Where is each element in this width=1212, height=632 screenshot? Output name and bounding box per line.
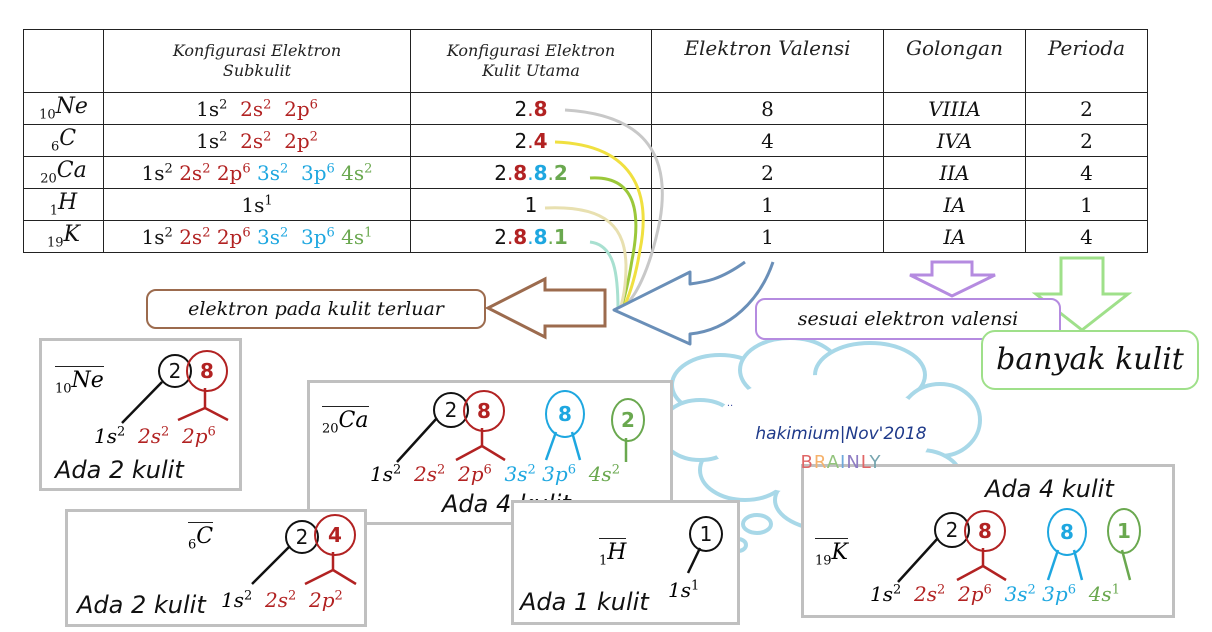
subshell-config: 1s1	[103, 188, 411, 221]
header-subshell-line2: Subkulit	[222, 61, 292, 80]
period-value: 4	[1025, 156, 1148, 189]
brand-letter: R	[813, 452, 827, 473]
electron-configuration-table: Konfigurasi Elektron Subkulit Konfiguras…	[23, 29, 1148, 253]
header-valence: Elektron Valensi	[651, 29, 884, 93]
watermark-brand: BRAINLY	[735, 452, 947, 473]
element-symbol: 10Ne	[23, 92, 104, 125]
curve-c	[554, 140, 645, 311]
brand-letter: B	[800, 452, 814, 473]
group-value: VIIIA	[883, 92, 1026, 125]
label-shell-count: banyak kulit	[981, 330, 1199, 390]
table-row: 1H 1s1 1 1 IA 1	[23, 188, 1148, 221]
header-period: Perioda	[1025, 29, 1148, 93]
brand-letter: N	[846, 452, 861, 473]
shell-circle: 8	[964, 510, 1006, 552]
brand-letter: Y	[869, 452, 882, 473]
box-carbon-shell-count: Ada 2 kulit	[77, 591, 206, 619]
header-group: Golongan	[883, 29, 1026, 93]
curve-h	[544, 206, 628, 311]
period-value: 2	[1025, 124, 1148, 157]
brand-letter: L	[860, 452, 870, 473]
group-value: IIA	[883, 156, 1026, 189]
box-neon-shell-count: Ada 2 kulit	[55, 456, 184, 484]
period-value: 4	[1025, 220, 1148, 253]
watermark-author: hakimium|Nov'2018	[755, 424, 927, 444]
table-row: 19K 1s2 2s2 2p6 3s2 3p6 4s1 2.8.8.1 1 IA…	[23, 220, 1148, 253]
shell-circle: 1	[689, 516, 723, 552]
shell-circle: 8	[1047, 508, 1087, 556]
valence-value: 1	[651, 220, 884, 253]
table-row: 10Ne 1s2 2s2 2p6 2.8 8 VIIIA 2	[23, 92, 1148, 125]
box-carbon-config: 1s2 2s2 2p2	[221, 588, 343, 612]
period-value: 2	[1025, 92, 1148, 125]
main-shell-config: 1	[410, 188, 652, 221]
box-calcium-config: 1s2 2s2 2p6 3s2 3p6 4s2	[370, 462, 620, 486]
subshell-config: 1s2 2s2 2p6 3s2 3p6 4s2	[103, 156, 411, 189]
box-neon-config: 1s2 2s2 2p6	[94, 424, 216, 448]
box-hydrogen-config: 1s1	[668, 578, 700, 602]
shell-circle: 8	[186, 350, 228, 392]
main-shell-config: 2.8.8.2	[410, 156, 652, 189]
label-outer-shell: elektron pada kulit terluar	[146, 289, 486, 329]
label-valence: sesuai elektron valensi	[755, 298, 1061, 340]
table-row: 6C 1s2 2s2 2p2 2.4 4 IVA 2	[23, 124, 1148, 157]
box-potassium-shell-count: Ada 4 kulit	[985, 475, 1114, 503]
left-arrow-brown	[484, 276, 607, 340]
subshell-config: 1s2 2s2 2p2	[103, 124, 411, 157]
box-neon-symbol: 10Ne	[55, 366, 104, 397]
shell-circle: 4	[314, 514, 356, 556]
element-symbol: 6C	[23, 124, 104, 157]
down-arrow-purple	[909, 260, 996, 298]
element-symbol: 19K	[23, 220, 104, 253]
subshell-config: 1s2 2s2 2p6	[103, 92, 411, 125]
header-subshell-line1: Konfigurasi Elektron	[172, 41, 342, 60]
shell-circle: 2	[611, 398, 645, 442]
brand-letter: A	[826, 452, 841, 473]
valence-value: 4	[651, 124, 884, 157]
curve-ne	[564, 108, 664, 312]
box-potassium-symbol: 19K	[815, 538, 848, 569]
box-calcium-symbol: 20Ca	[322, 406, 369, 437]
header-main-line1: Konfigurasi Elektron	[446, 41, 616, 60]
header-main-line2: Kulit Utama	[482, 61, 580, 80]
brand-letter: I	[840, 452, 847, 473]
curved-arrow-blue	[612, 260, 775, 346]
cloud-fragment: ..	[726, 398, 734, 409]
box-potassium-config: 1s2 2s2 2p6 3s2 3p6 4s1	[870, 582, 1120, 606]
header-empty	[23, 29, 104, 93]
table-row: 20Ca 1s2 2s2 2p6 3s2 3p6 4s2 2.8.8.2 2 I…	[23, 156, 1148, 189]
subshell-config: 1s2 2s2 2p6 3s2 3p6 4s1	[103, 220, 411, 253]
box-hydrogen-symbol: 1H	[599, 538, 627, 569]
group-value: IA	[883, 220, 1026, 253]
element-symbol: 20Ca	[23, 156, 104, 189]
shell-circle: 8	[545, 390, 585, 438]
box-carbon-symbol: 6C	[188, 522, 214, 553]
curve-k	[589, 240, 620, 311]
box-hydrogen-shell-count: Ada 1 kulit	[520, 588, 649, 616]
shell-circle: 8	[463, 390, 505, 432]
